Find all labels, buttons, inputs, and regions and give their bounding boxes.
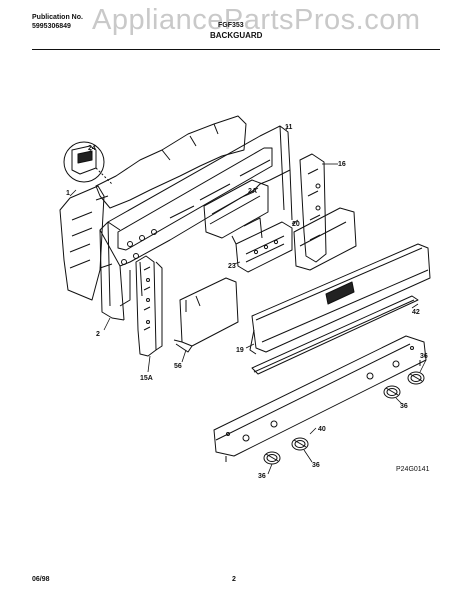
- callout-36-left-left: 36: [258, 473, 266, 480]
- callout-15a: 15A: [140, 375, 153, 382]
- model-number: FGF353: [218, 22, 244, 29]
- callout-labels: 11 16 1 24 2A 20 23 2 56 19 42 15A 36 36…: [66, 124, 428, 480]
- publication-number: 5995306849: [32, 23, 71, 30]
- callout-36-left-right: 36: [312, 462, 320, 469]
- callout-40: 40: [318, 426, 326, 433]
- footer-page-number: 2: [232, 576, 236, 583]
- callout-20: 20: [292, 221, 300, 228]
- end-panel-left: [135, 255, 163, 357]
- watermark: AppliancePartsPros.com: [92, 4, 421, 36]
- diagram-code: P24G0141: [396, 466, 430, 473]
- callout-19: 19: [236, 347, 244, 354]
- publication-label: Publication No.: [32, 14, 83, 21]
- rear-shield: [59, 115, 247, 301]
- glass-panel: [293, 207, 357, 271]
- callout-11: 11: [285, 124, 293, 131]
- callout-36-right-bottom: 36: [400, 403, 408, 410]
- end-panel-right: [299, 153, 327, 263]
- backguard-frame: [99, 125, 293, 321]
- callout-1: 1: [66, 190, 70, 197]
- trim-strip: [251, 295, 419, 375]
- header-rule: [32, 49, 440, 50]
- callout-23: 23: [228, 263, 236, 270]
- callout-24: 24: [88, 145, 96, 152]
- callout-42: 42: [412, 309, 420, 316]
- callout-2: 2: [96, 331, 100, 338]
- knob-3: [383, 385, 401, 399]
- knob-4: [407, 371, 425, 385]
- knob-2: [291, 437, 309, 451]
- leader-lines: [69, 125, 427, 475]
- manifold-panel: [213, 335, 427, 462]
- callout-16: 16: [338, 161, 346, 168]
- knobs: [263, 371, 425, 465]
- callout-36-right-top: 36: [420, 353, 428, 360]
- mounting-bracket: [173, 277, 239, 353]
- callout-2a: 2A: [248, 188, 257, 195]
- footer-date: 06/98: [32, 576, 50, 583]
- switch-detail: [63, 141, 113, 185]
- knob-1: [263, 451, 281, 465]
- section-title: BACKGUARD: [210, 31, 263, 40]
- callout-56: 56: [174, 363, 182, 370]
- clock-bracket: [203, 179, 269, 239]
- control-board: [231, 217, 293, 273]
- control-panel-bezel: [249, 243, 431, 355]
